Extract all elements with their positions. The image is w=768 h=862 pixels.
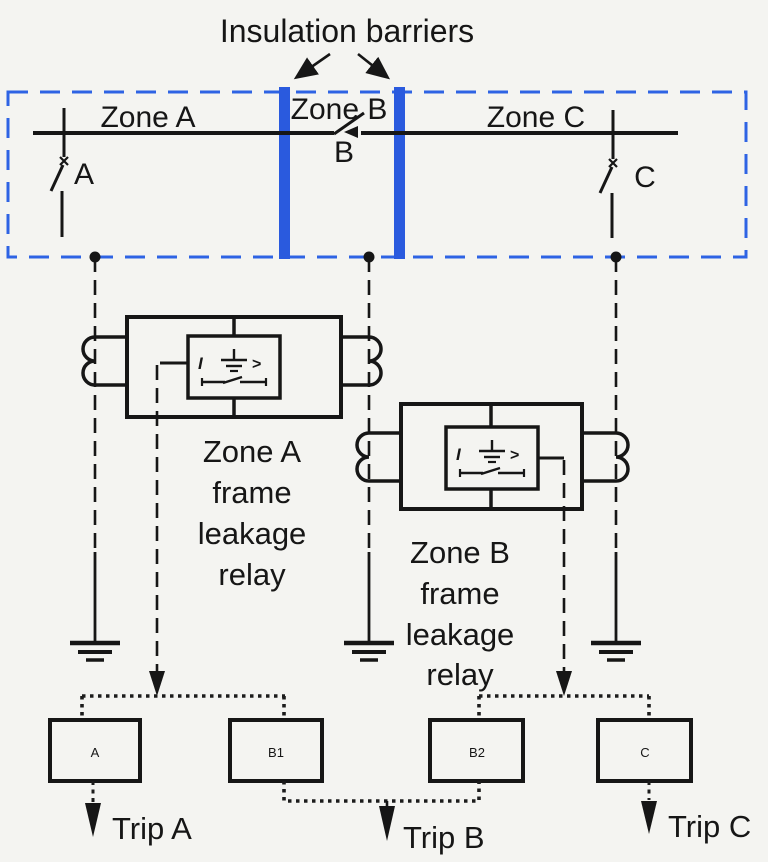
ground-symbol-icon-c [591, 640, 641, 662]
zone-b-label: Zone B [291, 93, 388, 126]
threshold-symbol: > [510, 447, 519, 464]
trip-bus-right-dotted [477, 694, 651, 719]
zone-a-relay: I > [81, 315, 383, 419]
trip-arrowhead-icon [641, 801, 657, 834]
trip-conductor-zone-a [149, 365, 165, 696]
zone-c-label: Zone C [487, 101, 585, 134]
ct-coil-left-icon [81, 335, 127, 387]
ground-symbol-icon-a [70, 640, 120, 662]
trip-arrowhead-icon [149, 671, 165, 696]
svg-text:relay: relay [426, 657, 494, 692]
zone-a-label: Zone A [100, 101, 195, 134]
annotation-arrow-right [357, 52, 391, 80]
trip-unit-label: B2 [469, 745, 485, 760]
trip-conductor-zone-b [556, 460, 572, 696]
trip-unit-label: A [91, 745, 100, 760]
trip-output-b: Trip B [282, 781, 485, 855]
trip-a-label: Trip A [112, 811, 192, 846]
trip-b-label: Trip B [403, 820, 485, 855]
bus-section-switch-b: B [333, 111, 365, 169]
breaker-a-blade [49, 164, 65, 192]
current-symbol: I [456, 445, 462, 464]
contact-star-icon [59, 156, 69, 166]
trip-output-a: Trip A [85, 781, 192, 846]
enclosure-dashed-border [6, 90, 748, 259]
threshold-symbol: > [252, 356, 261, 373]
trip-output-c: Trip C [641, 781, 751, 844]
ct-coil-right-icon [341, 335, 383, 387]
breaker-a-label: A [74, 158, 94, 191]
breaker-c: C [598, 110, 656, 238]
trip-unit-label: C [640, 745, 649, 760]
svg-text:frame: frame [212, 475, 291, 510]
svg-text:leakage: leakage [406, 617, 515, 652]
svg-text:Zone B: Zone B [410, 535, 510, 570]
switch-b-label: B [334, 136, 354, 169]
ct-coil-left-icon [355, 431, 401, 483]
ground-symbol-icon-b [344, 640, 394, 662]
svg-text:frame: frame [420, 576, 499, 611]
trip-unit-box-c: C [596, 718, 693, 783]
earth-fault-element-symbol: I > [456, 440, 526, 477]
svg-text:Zone A: Zone A [203, 434, 302, 469]
earth-fault-element-symbol: I > [198, 349, 268, 386]
trip-bus-left-dotted [80, 694, 286, 719]
insulation-barrier-left [279, 87, 290, 259]
ct-coil-right-icon [582, 431, 630, 483]
trip-unit-label: B1 [268, 745, 284, 760]
breaker-a: A [49, 108, 94, 237]
trip-arrowhead-icon [85, 803, 101, 837]
breaker-c-blade [598, 166, 614, 194]
insulation-barrier-right [394, 87, 405, 259]
insulation-barriers-title: Insulation barriers [220, 13, 474, 49]
zone-a-relay-caption: Zone A frame leakage relay [198, 434, 307, 592]
annotation-arrow-left [293, 52, 331, 80]
trip-unit-box-b1: B1 [228, 718, 324, 783]
trip-unit-box-b2: B2 [428, 718, 525, 783]
trip-arrowhead-icon [556, 671, 572, 696]
svg-text:relay: relay [218, 557, 286, 592]
contact-symbol-icon [200, 375, 268, 386]
current-symbol: I [198, 354, 204, 373]
contact-star-icon [608, 158, 618, 168]
contact-symbol-icon [458, 466, 526, 477]
zone-b-relay-caption: Zone B frame leakage relay [406, 535, 515, 692]
breaker-c-label: C [634, 161, 656, 194]
svg-text:leakage: leakage [198, 516, 307, 551]
trip-unit-box-a: A [48, 718, 142, 783]
zone-b-relay: I > [355, 402, 630, 511]
switch-b-blade [333, 111, 365, 136]
trip-arrowhead-icon [379, 806, 395, 841]
switch-b-contact-icon [344, 126, 358, 138]
trip-c-label: Trip C [668, 809, 751, 844]
